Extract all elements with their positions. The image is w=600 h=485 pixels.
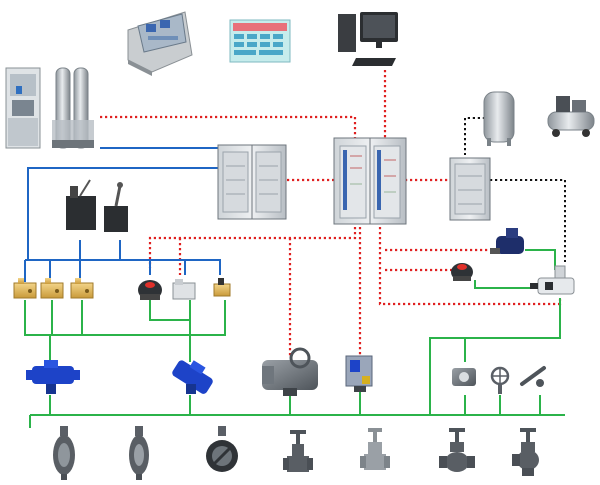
pneumatic-lines xyxy=(24,249,565,428)
accumulator-tanks-icon xyxy=(52,67,94,149)
handwheel-icon xyxy=(490,366,510,394)
control-signal-lines xyxy=(100,70,562,358)
computer-workstation-icon xyxy=(338,12,398,66)
solenoid-valve-icon xyxy=(40,278,64,299)
lever-icon xyxy=(520,366,546,387)
io-cabinet-icon xyxy=(217,144,287,220)
control-console-icon xyxy=(127,11,193,76)
electro-hydraulic-actuator-icon xyxy=(345,355,373,392)
globe-valve-icon xyxy=(439,428,475,472)
limit-switch-icon xyxy=(451,263,473,281)
solenoid-valve-icon xyxy=(13,278,37,299)
filter-regulator-icon xyxy=(530,265,575,295)
pneumatic-pump-icon xyxy=(490,228,524,254)
limit-switch-icon xyxy=(138,280,162,300)
controller-cabinet-icon xyxy=(333,137,407,225)
gearbox-icon xyxy=(452,368,476,386)
air-compressor-icon xyxy=(547,96,595,137)
gate-valve-icon xyxy=(283,430,313,472)
hand-pump-icon xyxy=(66,179,128,232)
electric-actuator-icon xyxy=(262,347,318,396)
io-cabinet-icon xyxy=(449,157,491,221)
gate-valve-icon xyxy=(360,428,390,470)
hydraulic-actuator-icon xyxy=(172,360,213,394)
butterfly-valve-icon xyxy=(53,426,75,480)
hydraulic-actuator-icon xyxy=(26,360,80,394)
air-receiver-icon xyxy=(483,91,515,146)
angle-valve-icon xyxy=(512,428,539,476)
butterfly-valve-icon xyxy=(129,426,149,480)
hydraulic-power-unit-icon xyxy=(5,67,41,149)
butterfly-valve-icon xyxy=(206,426,238,472)
hmi-panel-icon xyxy=(229,19,291,63)
solenoid-valve-icon xyxy=(70,278,94,299)
positioner-icon xyxy=(172,279,196,300)
small-solenoid-icon xyxy=(213,278,231,297)
